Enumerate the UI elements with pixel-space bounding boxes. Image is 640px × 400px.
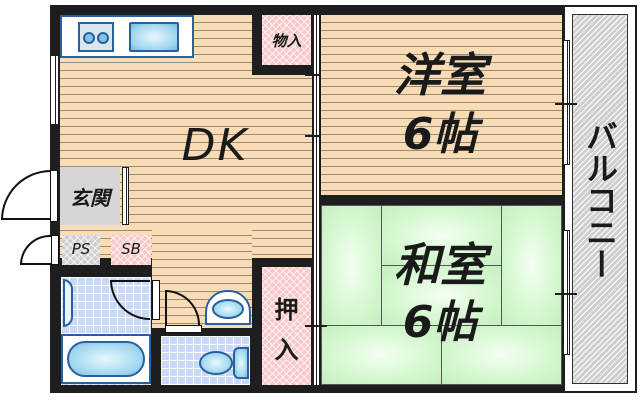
bath-door-jamb — [152, 280, 160, 320]
stove-icon — [78, 22, 114, 52]
oshiire-closet — [262, 267, 311, 385]
western-room-floor — [321, 15, 562, 195]
western-room-size: 6帖 — [402, 109, 478, 160]
japanese-room-name: 和室 — [394, 238, 486, 292]
pipe-space — [62, 235, 100, 265]
ps-door-jamb — [51, 235, 59, 265]
entrance-label: 玄関 — [70, 186, 110, 210]
window-mark — [555, 293, 577, 295]
storage-closet-label: 物入 — [271, 32, 302, 50]
sink-icon — [129, 22, 179, 52]
sliding-door-mark[interactable] — [305, 135, 327, 137]
japanese-room-floor — [321, 205, 562, 385]
pipe-space-door[interactable] — [20, 235, 52, 265]
japanese-room-size: 6帖 — [402, 297, 478, 348]
sliding-door-mark[interactable] — [305, 74, 327, 76]
storage-closet — [262, 15, 311, 65]
partition-dk-rooms — [312, 15, 321, 385]
shoe-box-label: SB — [121, 240, 141, 258]
balcony-label: バルコニー — [581, 120, 619, 280]
entrance-door[interactable] — [1, 170, 51, 220]
bathtub — [61, 334, 151, 384]
kitchen-counter — [60, 15, 194, 58]
toilet-door-jamb — [165, 325, 202, 333]
balcony-floor — [572, 14, 628, 384]
entrance-door-jamb — [50, 170, 58, 222]
bathtub-icon — [67, 341, 145, 377]
washbasin — [205, 290, 251, 325]
toilet-bowl-icon — [199, 351, 233, 375]
western-room-name: 洋室 — [394, 48, 486, 102]
partition-western-japanese — [321, 195, 562, 205]
window-mark — [555, 103, 577, 105]
sliding-door-mark[interactable] — [305, 325, 327, 327]
oshiire-label-top: 押 — [274, 296, 299, 324]
entrance-step — [122, 167, 129, 225]
pipe-space-label: PS — [71, 240, 91, 258]
toilet-room — [161, 336, 250, 385]
oshiire-label-bottom: 入 — [274, 336, 299, 364]
toilet-tank-icon — [233, 347, 249, 379]
washbasin-icon — [212, 299, 244, 319]
dk-window — [50, 55, 59, 125]
western-room-window — [563, 40, 570, 165]
shower-icon — [63, 279, 73, 327]
entrance — [60, 167, 120, 225]
balcony-frame — [563, 5, 637, 393]
dk-label: DK — [181, 120, 249, 171]
japanese-room-window — [563, 230, 570, 355]
shoe-box — [111, 235, 151, 265]
